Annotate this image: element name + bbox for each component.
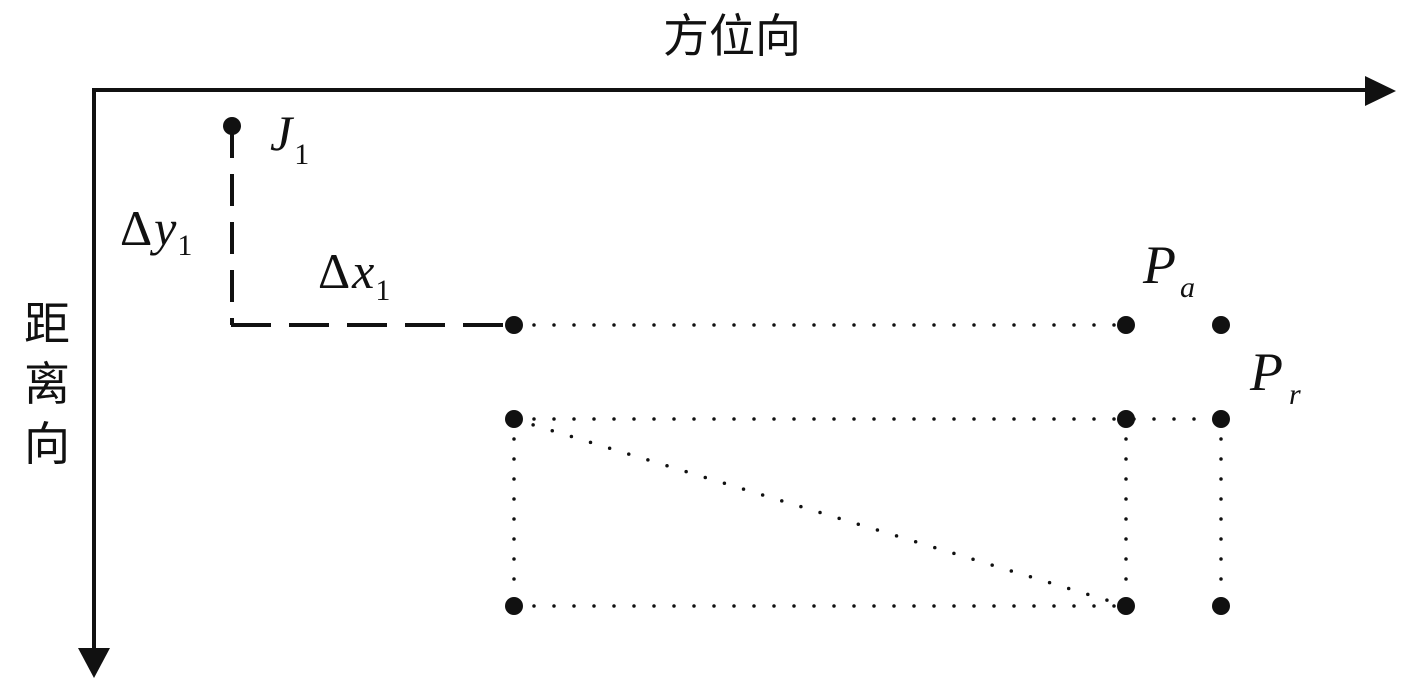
range-axis-label-char-1: 距 <box>24 297 70 351</box>
point-bottom-left <box>505 597 523 615</box>
azimuth-arrowhead <box>1365 76 1396 106</box>
point-bottom-right <box>1212 597 1230 615</box>
delta-y-label: Δy1 <box>120 200 192 262</box>
point-mid-mid <box>1117 410 1135 428</box>
point-mid-left <box>505 410 523 428</box>
point-mid-right <box>1212 410 1230 428</box>
range-arrowhead <box>78 648 110 678</box>
dotted-lines <box>512 323 1223 608</box>
point-top-mid <box>1117 316 1135 334</box>
jammer-point <box>223 117 241 135</box>
range-axis-label-char-2: 离 <box>24 357 70 411</box>
dotted-diagonal <box>512 417 1128 608</box>
point-top-right <box>1212 316 1230 334</box>
points <box>223 117 1230 615</box>
range-axis-label-char-3: 向 <box>24 417 70 471</box>
jammer-label: J1 <box>270 105 309 171</box>
azimuth-axis-label: 方位向 <box>663 9 801 63</box>
delta-x-label: Δx1 <box>318 243 390 307</box>
point-bottom-mid <box>1117 597 1135 615</box>
point-top-left <box>505 316 523 334</box>
